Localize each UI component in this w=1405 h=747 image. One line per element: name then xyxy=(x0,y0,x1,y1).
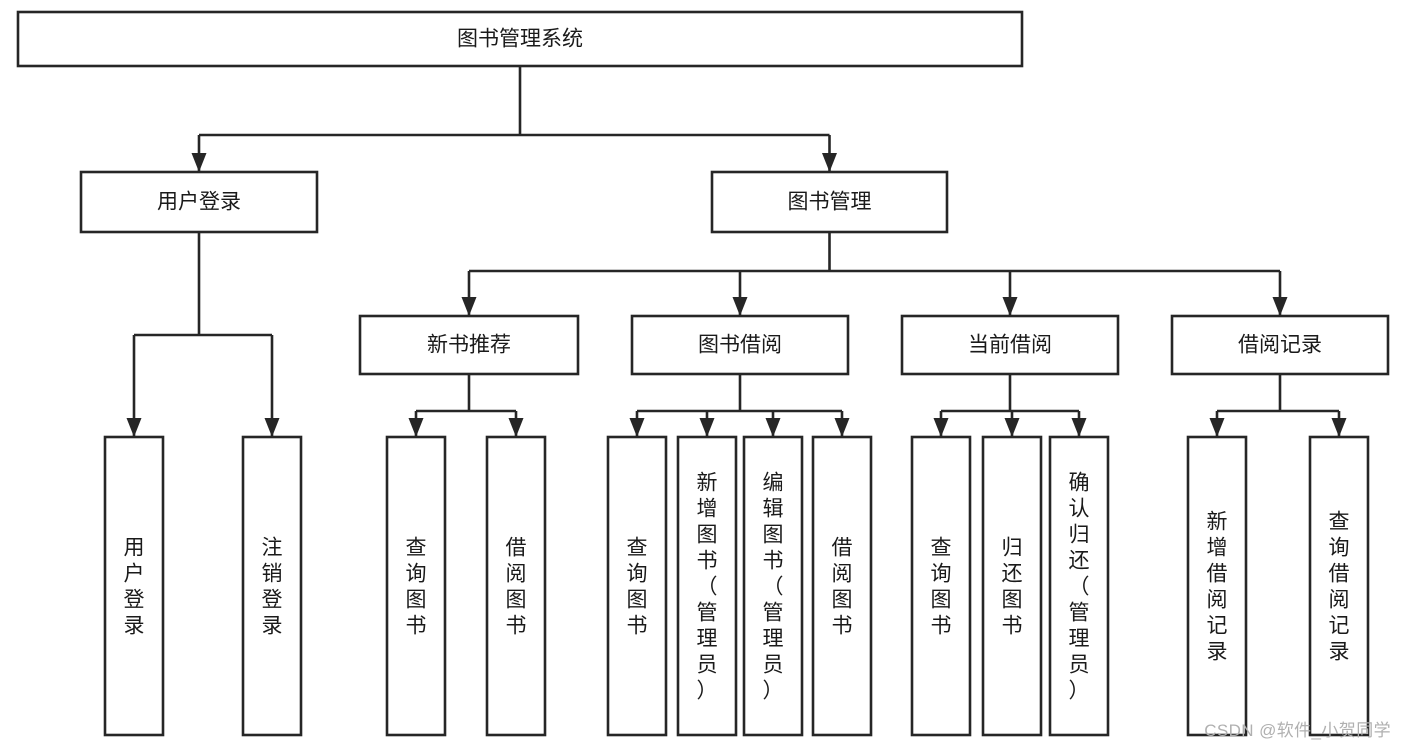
node-l2_b[interactable]: 图书管理 xyxy=(710,170,949,234)
node-label: 图书管理 xyxy=(788,191,872,214)
node-leaf_11[interactable]: 确认归还（管理员） xyxy=(1048,435,1110,737)
node-label: 新增借阅记录 xyxy=(1207,510,1228,663)
node-leaf_03[interactable]: 查询图书 xyxy=(385,435,447,737)
node-box[interactable] xyxy=(811,435,873,737)
arrow-head-icon xyxy=(1002,297,1018,316)
node-leaf_08[interactable]: 借阅图书 xyxy=(811,435,873,737)
node-label: 用户登录 xyxy=(124,536,145,637)
node-box[interactable] xyxy=(900,314,1120,376)
arrow-head-icon xyxy=(822,153,837,172)
node-leaf_01[interactable]: 用户登录 xyxy=(103,435,165,737)
node-label: 用户登录 xyxy=(157,191,241,214)
node-box[interactable] xyxy=(742,435,804,737)
arrow-head-icon xyxy=(1272,297,1288,316)
arrow-head-icon xyxy=(765,418,781,437)
node-leaf_07[interactable]: 编辑图书（管理员） xyxy=(742,435,804,737)
arrow-head-icon xyxy=(732,297,748,316)
node-l3_b[interactable]: 图书借阅 xyxy=(630,314,850,376)
node-box[interactable] xyxy=(79,170,319,234)
node-label: 查询借阅记录 xyxy=(1329,510,1350,663)
node-box[interactable] xyxy=(981,435,1043,737)
node-box[interactable] xyxy=(1308,435,1370,737)
node-leaf_10[interactable]: 归还图书 xyxy=(981,435,1043,737)
node-label: 编辑图书（管理员） xyxy=(763,471,784,702)
arrow-head-icon xyxy=(191,153,207,172)
node-box[interactable] xyxy=(1186,435,1248,737)
node-label: 借阅记录 xyxy=(1238,334,1322,357)
node-leaf_06[interactable]: 新增图书（管理员） xyxy=(676,435,738,737)
node-leaf_02[interactable]: 注销登录 xyxy=(241,435,303,737)
node-box[interactable] xyxy=(606,435,668,737)
node-box[interactable] xyxy=(676,435,738,737)
node-label: 借阅图书 xyxy=(832,536,853,637)
node-box[interactable] xyxy=(1170,314,1390,376)
node-box[interactable] xyxy=(630,314,850,376)
node-l3_c[interactable]: 当前借阅 xyxy=(900,314,1120,376)
node-box[interactable] xyxy=(241,435,303,737)
node-l2_a[interactable]: 用户登录 xyxy=(79,170,319,234)
node-box[interactable] xyxy=(385,435,447,737)
node-label: 注销登录 xyxy=(262,536,283,637)
node-label: 查询图书 xyxy=(406,536,427,637)
node-label: 图书管理系统 xyxy=(457,28,583,51)
node-label: 确认归还（管理员） xyxy=(1069,471,1090,702)
arrow-head-icon xyxy=(834,418,850,437)
node-box[interactable] xyxy=(710,170,949,234)
arrow-head-icon xyxy=(126,418,142,437)
node-box[interactable] xyxy=(358,314,580,376)
node-label: 图书借阅 xyxy=(698,334,782,357)
edges-layer xyxy=(126,66,1347,437)
arrow-head-icon xyxy=(408,418,424,437)
node-box[interactable] xyxy=(485,435,547,737)
node-leaf_12[interactable]: 新增借阅记录 xyxy=(1186,435,1248,737)
node-label: 查询图书 xyxy=(627,536,648,637)
node-root[interactable]: 图书管理系统 xyxy=(16,10,1024,68)
node-l3_a[interactable]: 新书推荐 xyxy=(358,314,580,376)
arrow-head-icon xyxy=(1071,418,1087,437)
arrow-head-icon xyxy=(264,418,280,437)
arrow-head-icon xyxy=(1004,418,1020,437)
arrow-head-icon xyxy=(461,297,477,316)
node-box[interactable] xyxy=(1048,435,1110,737)
arrow-head-icon xyxy=(933,418,949,437)
arrow-head-icon xyxy=(508,418,524,437)
node-label: 当前借阅 xyxy=(968,334,1052,357)
node-label: 新增图书（管理员） xyxy=(697,471,718,702)
arrow-head-icon xyxy=(629,418,645,437)
node-label: 借阅图书 xyxy=(506,536,527,637)
node-leaf_05[interactable]: 查询图书 xyxy=(606,435,668,737)
node-box[interactable] xyxy=(16,10,1024,68)
node-box[interactable] xyxy=(910,435,972,737)
watermark-text: CSDN @软件_小贺同学 xyxy=(1204,721,1391,740)
node-label: 查询图书 xyxy=(931,536,952,637)
node-leaf_13[interactable]: 查询借阅记录 xyxy=(1308,435,1370,737)
node-leaf_04[interactable]: 借阅图书 xyxy=(485,435,547,737)
arrow-head-icon xyxy=(699,418,715,437)
arrow-head-icon xyxy=(1331,418,1347,437)
arrow-head-icon xyxy=(1209,418,1225,437)
node-label: 新书推荐 xyxy=(427,334,511,357)
node-box[interactable] xyxy=(103,435,165,737)
nodes-layer: 图书管理系统用户登录图书管理新书推荐图书借阅当前借阅借阅记录用户登录注销登录查询… xyxy=(16,10,1390,737)
node-label: 归还图书 xyxy=(1002,536,1023,637)
node-leaf_09[interactable]: 查询图书 xyxy=(910,435,972,737)
node-l3_d[interactable]: 借阅记录 xyxy=(1170,314,1390,376)
